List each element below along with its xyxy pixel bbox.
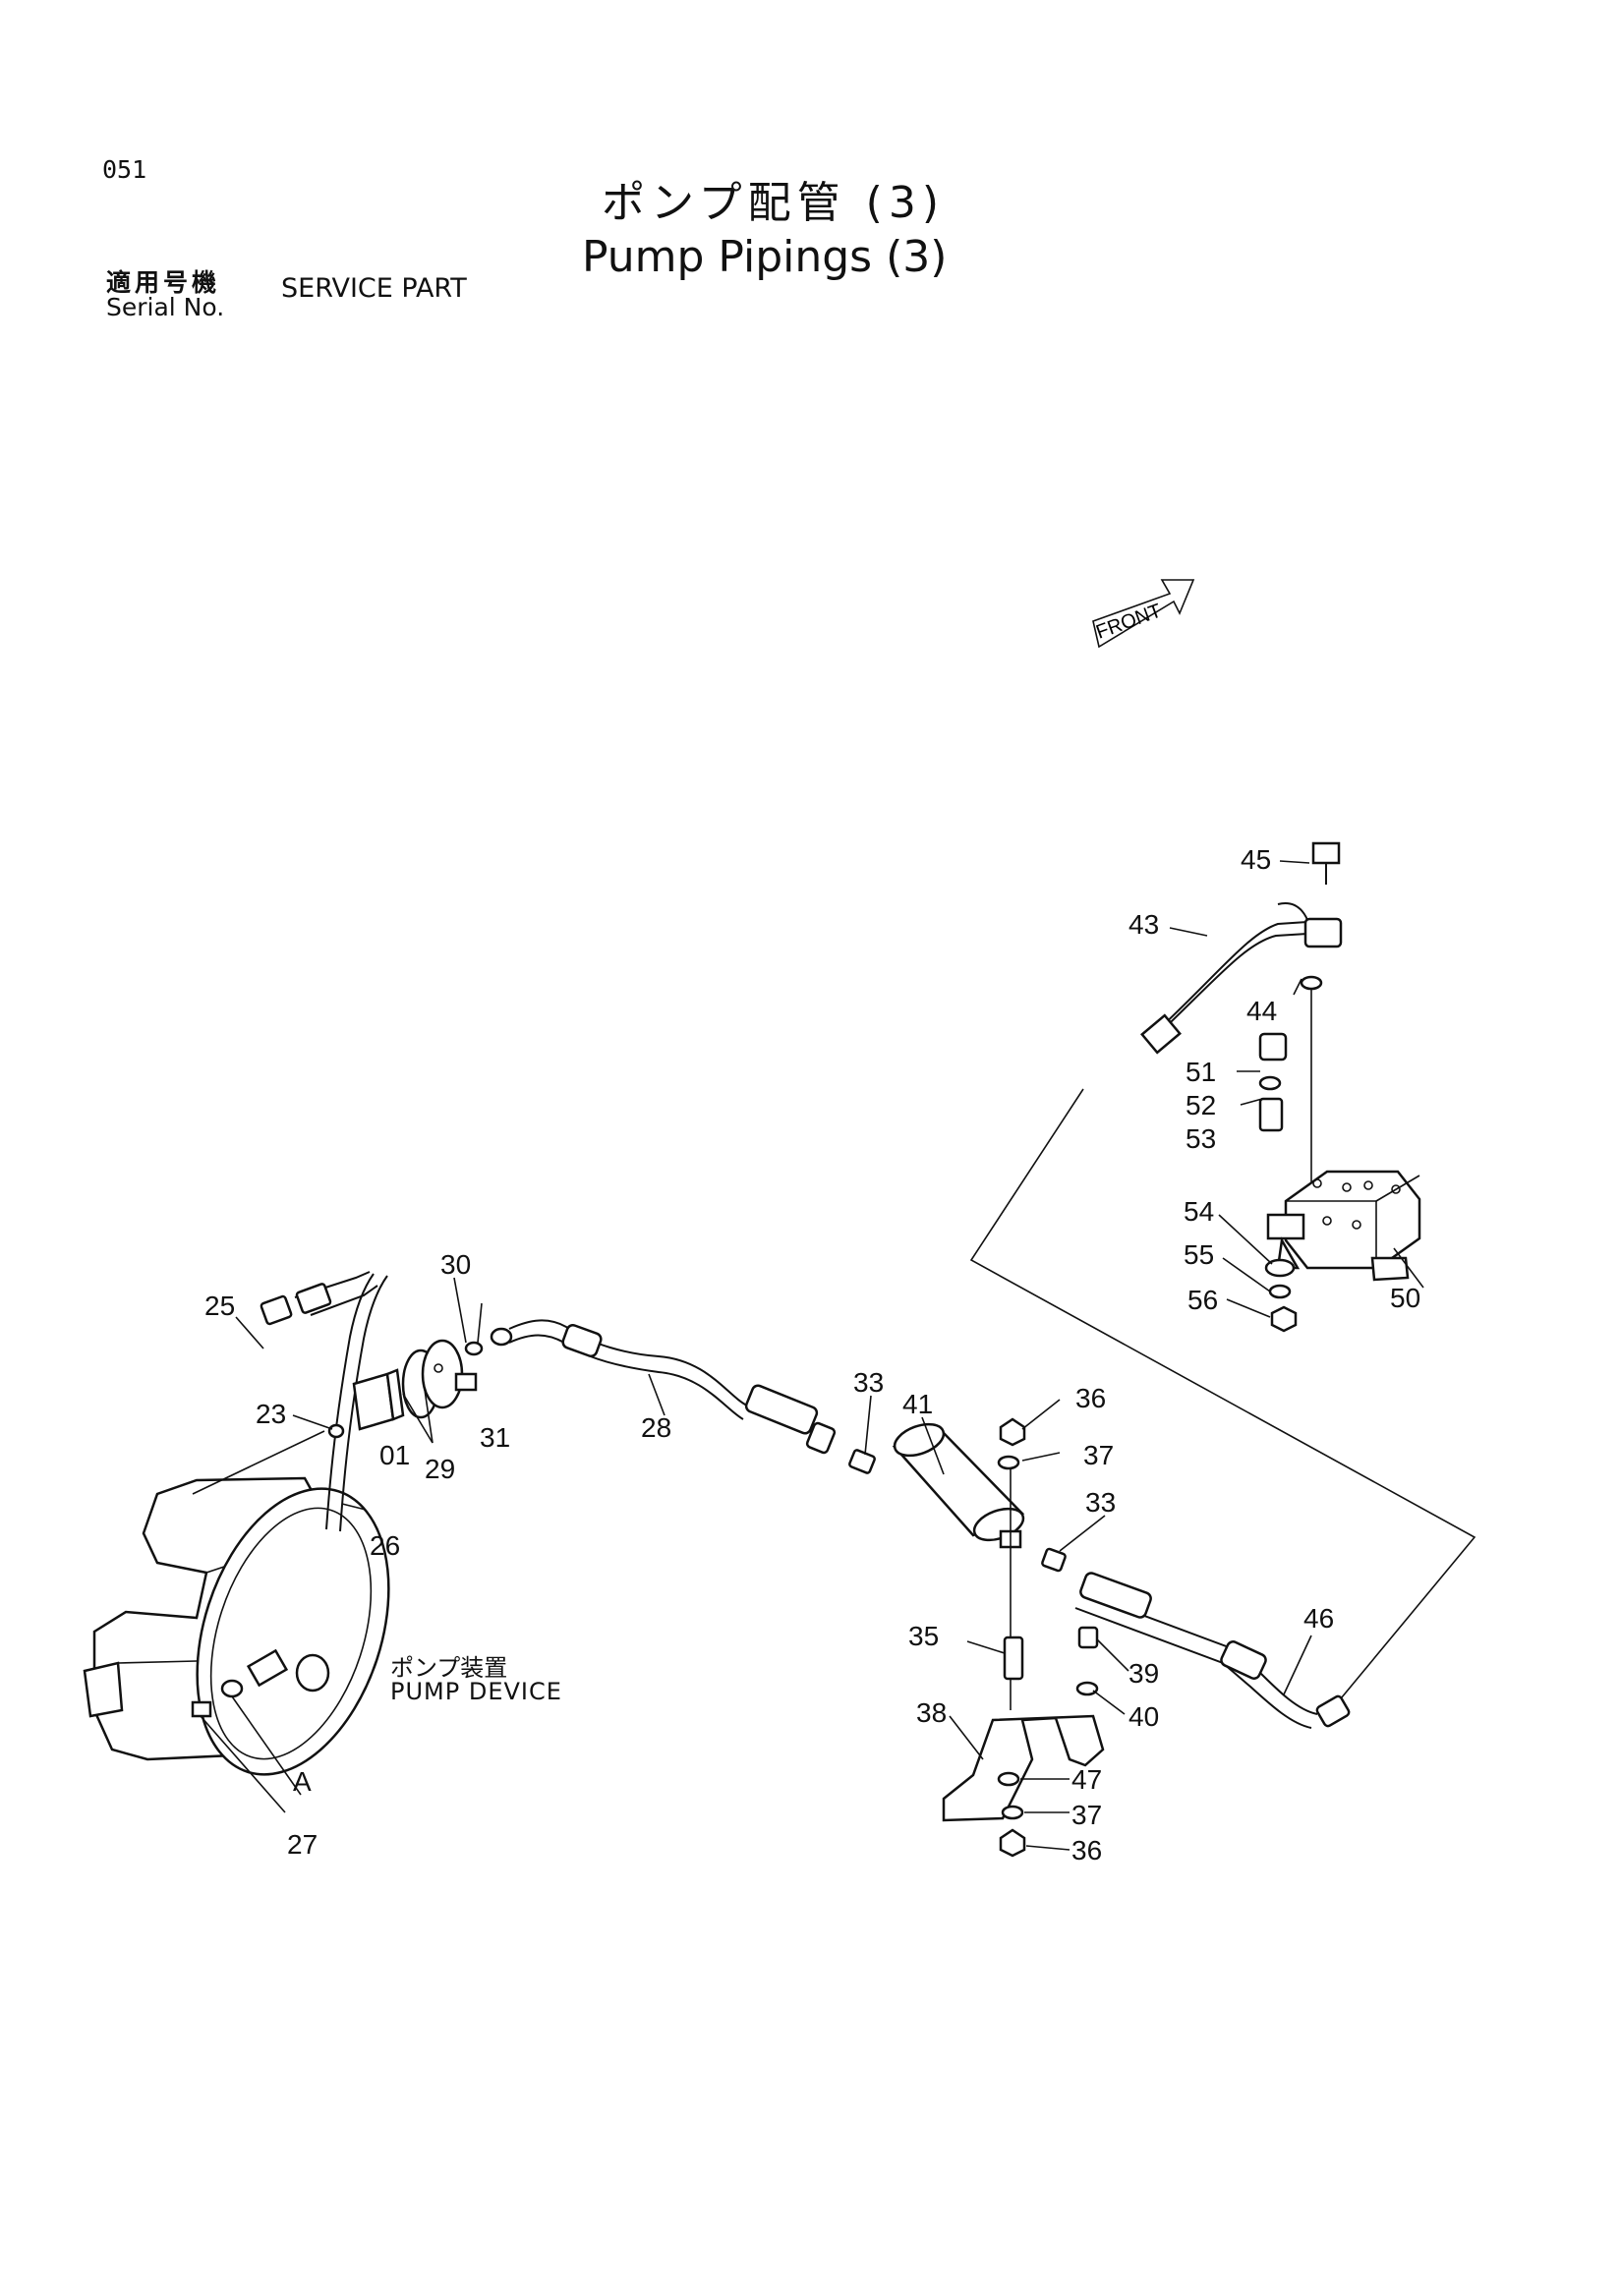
callout-25: 25 (204, 1291, 235, 1321)
callout-50: 50 (1390, 1283, 1420, 1313)
callout-01: 01 (379, 1440, 410, 1470)
pipe-assembly-left (260, 1271, 484, 1444)
callout-52: 52 (1186, 1090, 1216, 1120)
filter-assembly (892, 1417, 1105, 1858)
callout-43: 43 (1128, 909, 1159, 940)
hose-46 (1074, 1572, 1351, 1729)
callout-51: 51 (1186, 1057, 1216, 1087)
pump-device-label-japanese: ポンプ装置 (390, 1654, 508, 1682)
callout-26: 26 (370, 1530, 400, 1561)
callout-36-top: 36 (1075, 1383, 1106, 1413)
callout-23: 23 (256, 1399, 286, 1429)
hose-28 (490, 1319, 876, 1474)
view-marker-a: A (293, 1766, 312, 1797)
leader-line-46-to-43 (969, 1088, 1476, 1716)
serial-value: SERVICE PART (281, 273, 467, 304)
callout-56: 56 (1187, 1285, 1218, 1315)
callout-41: 41 (902, 1389, 933, 1419)
callout-36-bottom: 36 (1071, 1835, 1102, 1866)
callout-29: 29 (425, 1454, 455, 1484)
front-label: FRONT (1093, 600, 1164, 643)
pump-device-label-english: PUMP DEVICE (390, 1678, 562, 1705)
callout-44: 44 (1246, 996, 1277, 1026)
callout-33-right: 33 (1085, 1487, 1116, 1518)
callout-55: 55 (1184, 1239, 1214, 1270)
callout-28: 28 (641, 1412, 671, 1443)
front-direction-arrow: FRONT (1092, 579, 1195, 649)
callout-39: 39 (1128, 1658, 1159, 1689)
callout-30: 30 (440, 1249, 471, 1280)
callout-37-top: 37 (1083, 1440, 1114, 1470)
page-title-japanese: ポンプ配管 (3) (602, 178, 945, 228)
callout-37-bottom: 37 (1071, 1800, 1102, 1830)
callout-40: 40 (1128, 1701, 1159, 1732)
callout-33-left: 33 (853, 1367, 884, 1398)
valve-block-assembly (1140, 841, 1424, 1333)
callout-47: 47 (1071, 1764, 1102, 1795)
pump-device (83, 1273, 390, 1813)
callout-31: 31 (480, 1422, 510, 1453)
callout-46: 46 (1303, 1603, 1334, 1634)
callout-27: 27 (287, 1829, 318, 1860)
page-title-english: Pump Pipings (3) (582, 232, 948, 282)
callout-45: 45 (1241, 844, 1271, 875)
page-number: 051 (102, 155, 147, 184)
callout-54: 54 (1184, 1196, 1214, 1227)
serial-label-english: Serial No. (106, 293, 225, 321)
callout-35: 35 (908, 1621, 939, 1651)
serial-label-japanese: 適用号機 (106, 268, 221, 297)
callout-53: 53 (1186, 1123, 1216, 1154)
callout-leaders (235, 860, 1312, 1851)
callout-38: 38 (916, 1697, 947, 1728)
callout-labels: 45 43 44 51 52 53 54 55 56 50 30 25 23 2… (204, 844, 1420, 1866)
